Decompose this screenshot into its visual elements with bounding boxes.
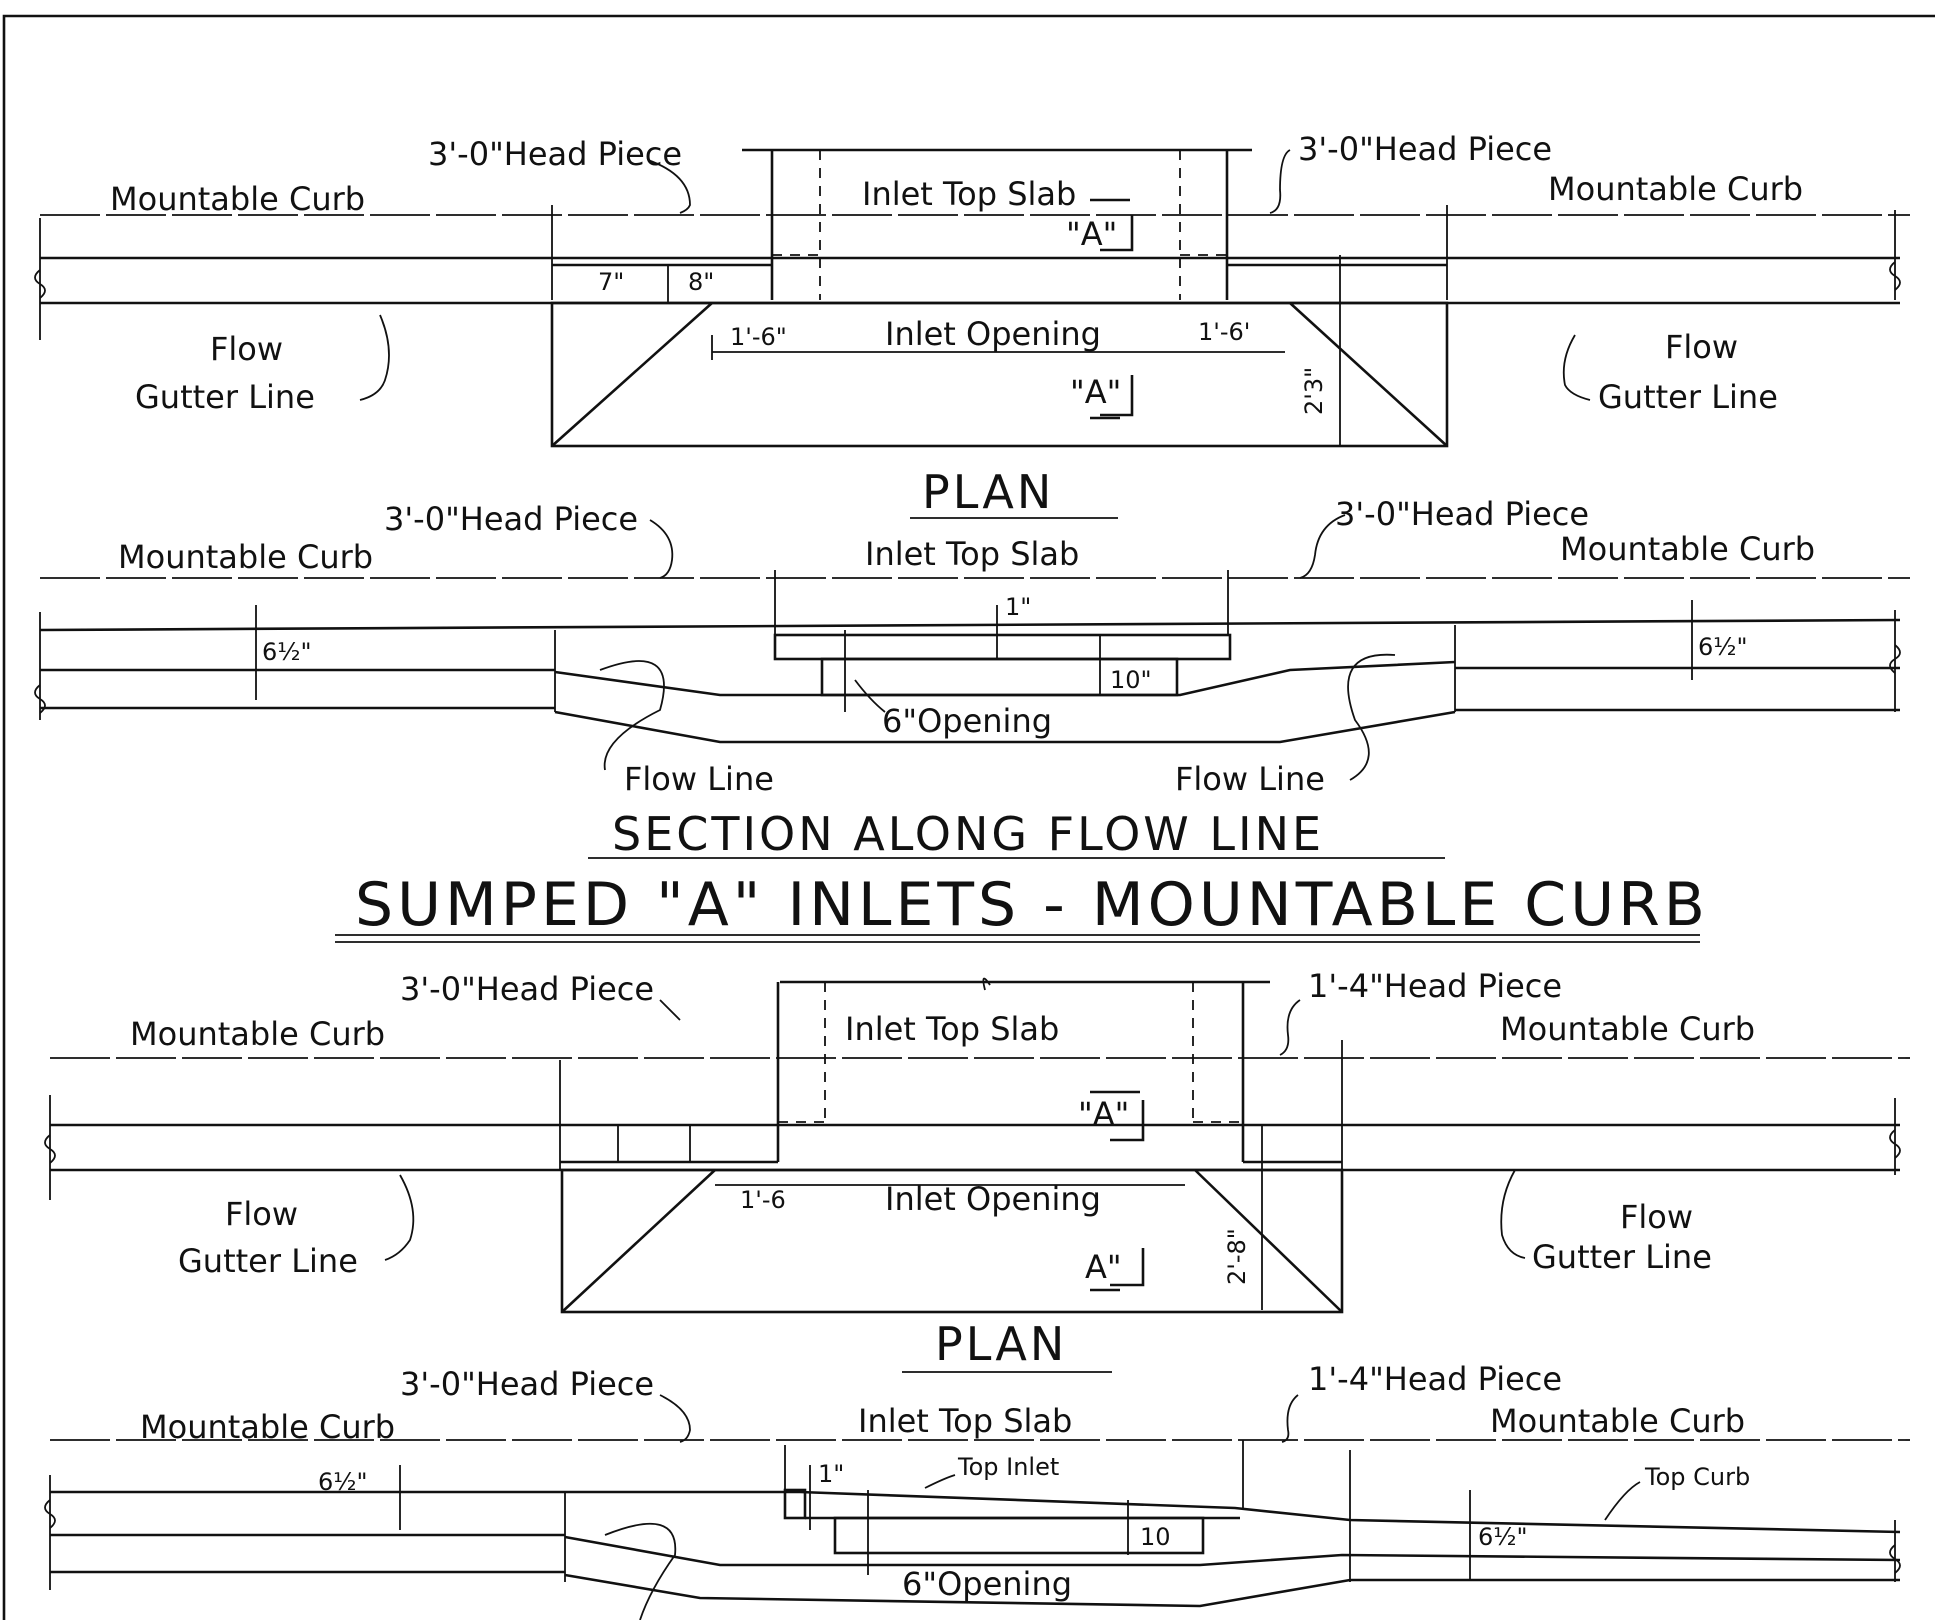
bottom-section-dim-left: 6½" <box>318 1468 368 1496</box>
top-section-flow-left: Flow Line <box>624 760 774 798</box>
top-plan-left-curb-label: Mountable Curb <box>110 180 365 218</box>
bottom-plan-dim-left: 1'-6 <box>740 1186 786 1214</box>
top-plan-gutter-left: Gutter Line <box>135 378 315 416</box>
top-section-right-head-label: 3'-0"Head Piece <box>1335 495 1589 533</box>
top-section-dim-1: 1" <box>1005 593 1031 621</box>
bottom-section-top-curb-label: Top Curb <box>1644 1463 1750 1491</box>
bottom-plan-flow-left: Flow <box>225 1195 298 1233</box>
top-section-flow-right: Flow Line <box>1175 760 1325 798</box>
main-title: SUMPED "A" INLETS - MOUNTABLE CURB <box>355 870 1709 940</box>
sheet-border <box>2 14 1935 1620</box>
bottom-plan-title: PLAN <box>935 1317 1067 1371</box>
top-plan-right-head-label: 3'-0"Head Piece <box>1298 130 1552 168</box>
top-plan-a-lower-label: "A" <box>1070 373 1121 411</box>
top-plan-flow-left: Flow <box>210 330 283 368</box>
bottom-plan-left-head-label: 3'-0"Head Piece <box>400 970 654 1008</box>
top-plan-title: PLAN <box>922 465 1054 519</box>
top-section-opening-label: 6"Opening <box>882 702 1052 740</box>
top-section-dim-10: 10" <box>1110 666 1152 694</box>
bottom-plan-gutter-right: Gutter Line <box>1532 1238 1712 1276</box>
top-plan-left-head-label: 3'-0"Head Piece <box>428 135 682 173</box>
bottom-section-top-inlet-label: Top Inlet <box>957 1453 1059 1481</box>
top-section-slab-label: Inlet Top Slab <box>865 535 1079 573</box>
top-plan-dim-7: 7" <box>598 268 624 296</box>
top-section-dim-left: 6½" <box>262 638 312 666</box>
top-plan-right-curb-label: Mountable Curb <box>1548 170 1803 208</box>
bottom-section-left-head-label: 3'-0"Head Piece <box>400 1365 654 1403</box>
top-section-title: SECTION ALONG FLOW LINE <box>612 807 1324 861</box>
top-section-view <box>34 514 1910 781</box>
top-section-left-curb-label: Mountable Curb <box>118 538 373 576</box>
bottom-section-dim-1: 1" <box>818 1460 844 1488</box>
bottom-section-slab-label: Inlet Top Slab <box>858 1402 1072 1440</box>
bottom-plan-right-curb-label: Mountable Curb <box>1500 1010 1755 1048</box>
bottom-plan-opening-label: Inlet Opening <box>885 1180 1101 1218</box>
bottom-section-view <box>44 1394 1910 1620</box>
bottom-section-dim-10: 10 <box>1140 1523 1171 1551</box>
top-plan-dim-right: 1'-6' <box>1198 318 1250 346</box>
bottom-section-left-curb-label: Mountable Curb <box>140 1408 395 1446</box>
top-plan-slab-label: Inlet Top Slab <box>862 175 1076 213</box>
bottom-plan-dim-height: 2'-8" <box>1223 1228 1251 1285</box>
bottom-section-right-curb-label: Mountable Curb <box>1490 1402 1745 1440</box>
bottom-plan-gutter-left: Gutter Line <box>178 1242 358 1280</box>
bottom-section-dim-right: 6½" <box>1478 1523 1528 1551</box>
top-plan-opening-label: Inlet Opening <box>885 315 1101 353</box>
top-plan-view <box>34 148 1910 448</box>
bottom-section-right-head-label: 1'-4"Head Piece <box>1308 1360 1562 1398</box>
top-plan-a-upper-label: "A" <box>1066 215 1117 253</box>
top-section-dim-right: 6½" <box>1698 633 1748 661</box>
bottom-plan-right-head-label: 1'-4"Head Piece <box>1308 967 1562 1005</box>
bottom-plan-a-upper-label: "A" <box>1078 1095 1129 1133</box>
bottom-plan-flow-right: Flow <box>1620 1198 1693 1236</box>
bottom-plan-slab-label: Inlet Top Slab <box>845 1010 1059 1048</box>
top-plan-dim-8: 8" <box>688 268 714 296</box>
bottom-plan-left-curb-label: Mountable Curb <box>130 1015 385 1053</box>
top-section-left-head-label: 3'-0"Head Piece <box>384 500 638 538</box>
top-section-right-curb-label: Mountable Curb <box>1560 530 1815 568</box>
bottom-plan-view <box>44 977 1910 1314</box>
top-plan-dim-left: 1'-6" <box>730 323 787 351</box>
top-plan-flow-right: Flow <box>1665 328 1738 366</box>
bottom-section-opening-label: 6"Opening <box>902 1565 1072 1603</box>
bottom-plan-a-lower-label: A" <box>1085 1248 1122 1286</box>
top-plan-dim-height: 2'3" <box>1300 367 1328 415</box>
top-plan-gutter-right: Gutter Line <box>1598 378 1778 416</box>
